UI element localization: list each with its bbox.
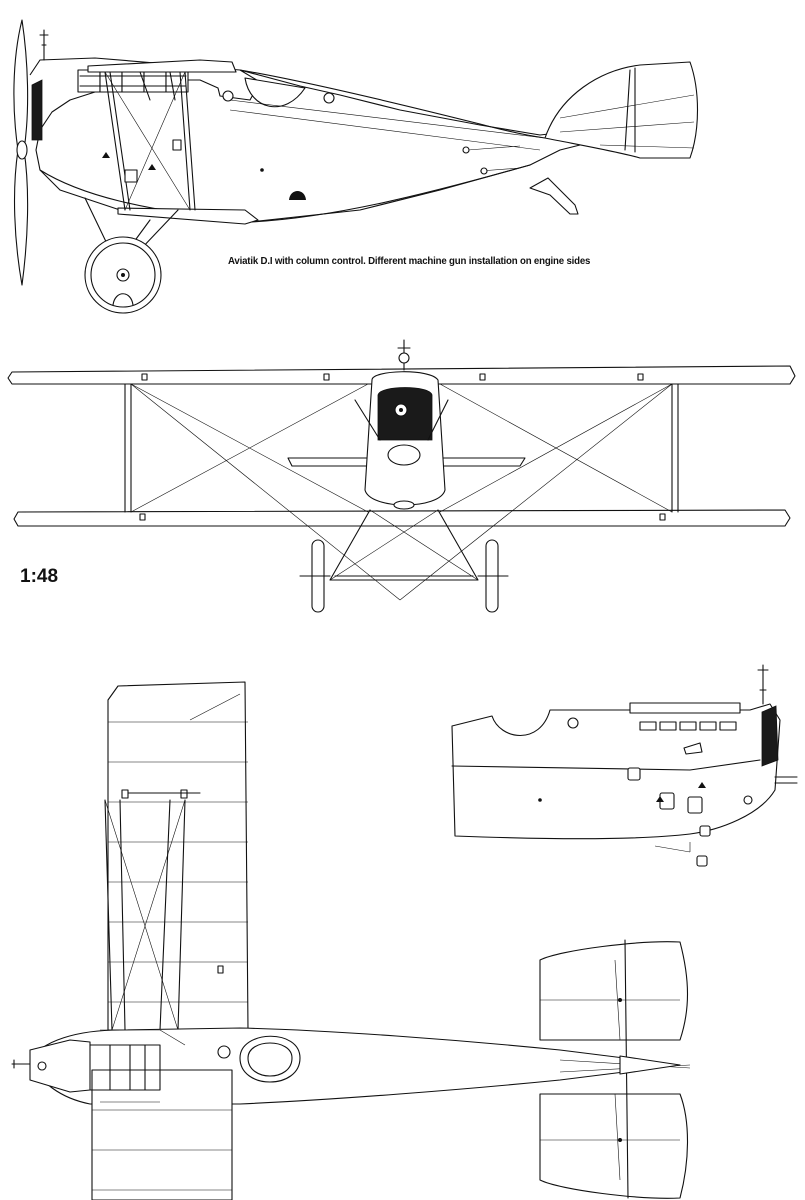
engine-cylinders [77, 69, 189, 93]
scale-label: 1:48 [20, 566, 59, 587]
drawing-caption: Aviatik D.I with column control. Differe… [228, 255, 591, 267]
fuselage-side-detail [451, 664, 798, 867]
front-view [7, 339, 796, 613]
cylinder-row [639, 721, 737, 731]
top-view [11, 681, 691, 1200]
propeller [13, 19, 29, 286]
side-view [13, 19, 699, 314]
